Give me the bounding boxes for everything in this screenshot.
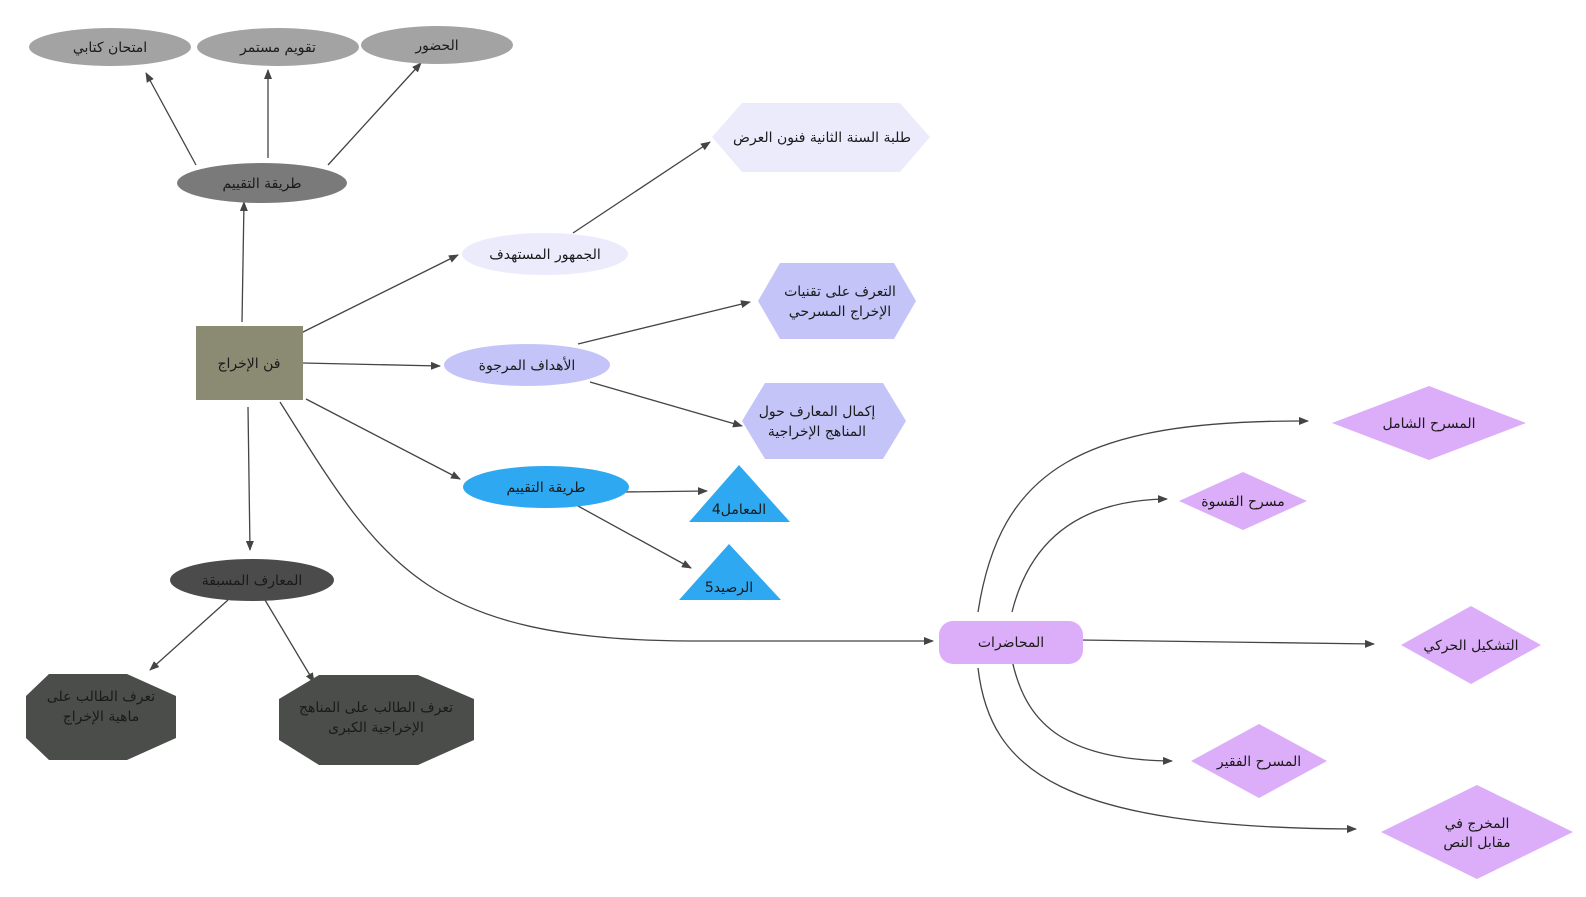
node-lec2 — [1179, 472, 1307, 530]
edge-goals-goal1 — [577, 300, 751, 345]
node-lec1-label: المسرح الشامل — [1383, 416, 1476, 432]
node-root — [196, 326, 303, 400]
node-students-label: طلبة السنة الثانية فنون العرض — [733, 130, 911, 146]
edge-goals-goal2 — [589, 381, 743, 428]
node-lectures — [939, 621, 1083, 664]
edge-lectures-lec5 — [977, 667, 1357, 833]
node-goal1 — [758, 263, 916, 339]
node-lec1 — [1332, 386, 1526, 460]
node-eval-mid-label: طريقة التقييم — [506, 480, 585, 496]
edge-audience-students — [572, 141, 711, 234]
edge-lectures-lec4 — [1011, 659, 1173, 765]
node-prior1-line2: ماهية الإخراج — [63, 709, 140, 725]
node-students — [712, 103, 930, 172]
nodes: امتحان كتابي تقويم مستمر الحضور طريقة ال… — [26, 26, 1573, 879]
node-credit-label: الرصيد5 — [705, 580, 753, 596]
node-credit — [679, 544, 781, 600]
node-exam-label: امتحان كتابي — [73, 40, 147, 56]
edge-eval-credit — [577, 505, 692, 569]
node-attendance-label: الحضور — [414, 38, 458, 54]
edges — [145, 62, 1375, 833]
edge-root-goals — [302, 361, 441, 370]
node-coef — [689, 465, 790, 522]
node-prior1-line1: تعرف الطالب على — [47, 689, 155, 705]
node-prior2-line1: تعرف الطالب على المناهج — [299, 700, 453, 716]
node-lec3 — [1401, 606, 1541, 684]
node-prior1 — [26, 674, 176, 760]
node-goal1-line1: التعرف على تقنيات — [784, 284, 896, 300]
node-lec5-line1: المخرج في — [1445, 816, 1510, 832]
node-goals-label: الأهداف المرجوة — [479, 356, 576, 374]
node-prior2-line2: الإخراجية الكبرى — [328, 720, 424, 736]
node-lec5 — [1381, 785, 1573, 879]
node-audience — [462, 233, 628, 275]
edge-root-eval-mid — [305, 398, 461, 480]
edge-root-audience — [300, 254, 459, 334]
edge-root-lectures — [279, 401, 934, 645]
node-lec5-line2: مقابل النص — [1443, 835, 1510, 851]
node-eval-top — [177, 163, 347, 203]
edge-eval-coef — [621, 487, 708, 496]
node-prior2 — [279, 675, 474, 765]
node-prior — [170, 559, 334, 601]
node-exam — [29, 28, 191, 66]
node-lec3-label: التشكيل الحركي — [1423, 638, 1518, 654]
node-goal1-line2: الإخراج المسرحي — [789, 304, 891, 320]
node-goals — [444, 344, 610, 386]
node-coef-label: المعامل4 — [712, 502, 766, 518]
node-eval-top-label: طريقة التقييم — [222, 176, 301, 192]
node-goal2-line2: المناهج الإخراجية — [768, 424, 866, 440]
node-lec4 — [1191, 724, 1327, 798]
node-prior-label: المعارف المسبقة — [202, 573, 303, 589]
edge-root-prior — [245, 406, 254, 551]
node-audience-label: الجمهور المستهدف — [489, 247, 600, 263]
edge-eval-exam — [145, 72, 197, 166]
edge-eval-attendance — [327, 62, 422, 166]
node-eval-mid — [463, 466, 629, 508]
node-lectures-label: المحاضرات — [978, 635, 1044, 651]
node-attendance — [361, 26, 513, 64]
node-continuous-label: تقويم مستمر — [239, 40, 316, 56]
edge-lectures-lec1 — [977, 416, 1309, 613]
node-goal2-line1: إكمال المعارف حول — [759, 404, 876, 420]
edge-prior-prior2 — [264, 599, 315, 683]
node-lec2-label: مسرح القسوة — [1201, 494, 1285, 510]
node-goal2 — [742, 383, 906, 459]
node-lec4-label: المسرح الفقير — [1216, 754, 1301, 770]
node-continuous — [197, 28, 359, 66]
edge-prior-prior1 — [149, 599, 229, 671]
edge-lectures-lec3 — [1079, 639, 1375, 648]
node-root-label: فن الإخراج — [218, 356, 281, 372]
edge-lectures-lec2 — [1011, 495, 1168, 613]
edge-root-eval-top — [239, 201, 248, 323]
